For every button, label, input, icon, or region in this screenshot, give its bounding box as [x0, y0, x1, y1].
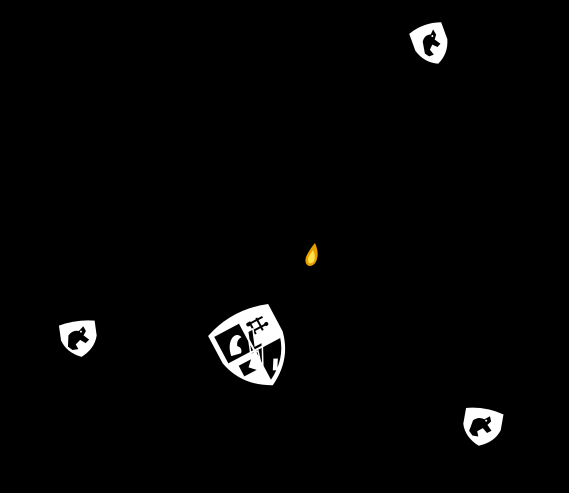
lion-shield-icon[interactable]: [56, 318, 102, 360]
lion-shield-icon[interactable]: [458, 405, 506, 449]
quartered-shield-icon: [208, 304, 286, 386]
lion-shield-icon[interactable]: [408, 19, 454, 69]
flame-icon: [305, 243, 318, 266]
